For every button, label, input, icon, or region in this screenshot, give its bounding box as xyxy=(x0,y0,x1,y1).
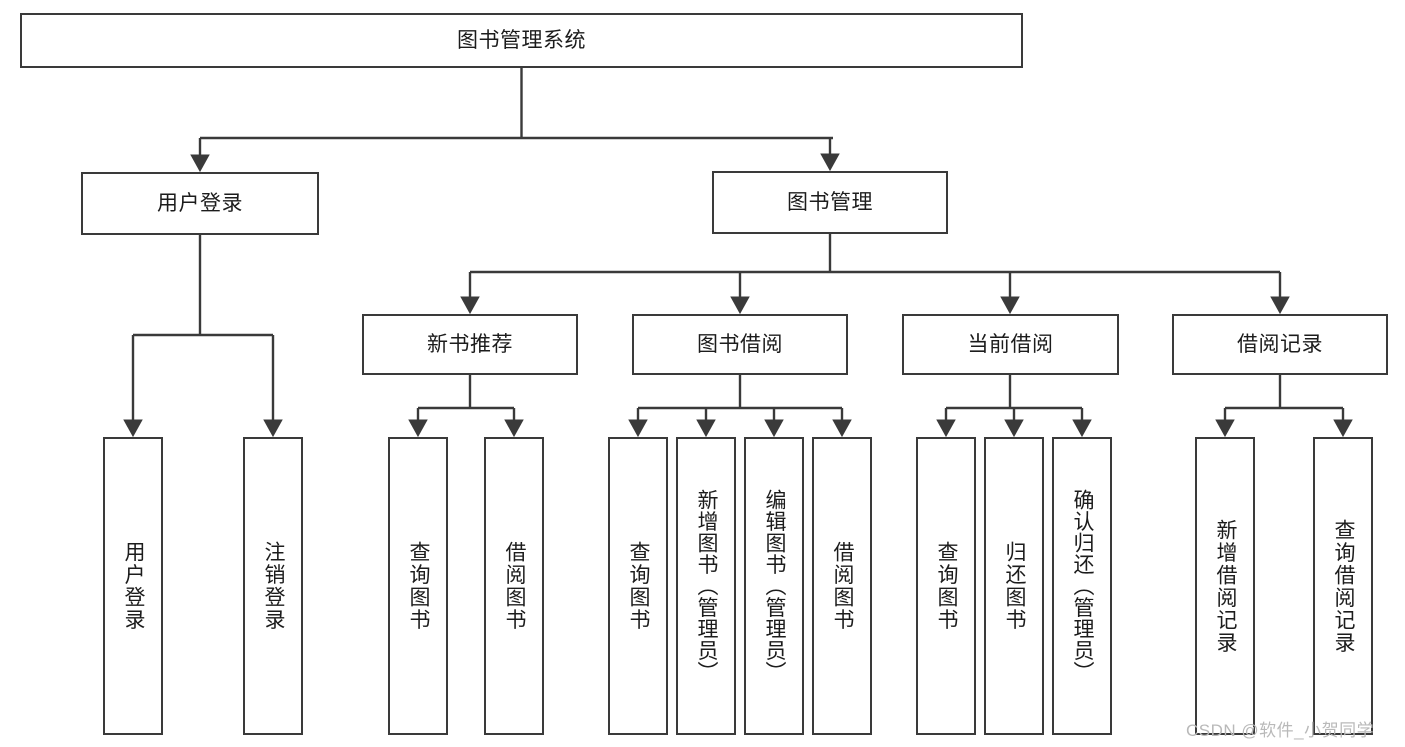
node-leaf-query-book-1[interactable]: 查询图书 xyxy=(388,437,448,735)
node-book-borrow-label: 图书借阅 xyxy=(697,332,783,356)
node-root[interactable]: 图书管理系统 xyxy=(20,13,1023,68)
node-leaf-logout-login-label: 注销登录 xyxy=(262,541,286,631)
node-new-book-recommend-label: 新书推荐 xyxy=(427,332,513,356)
node-user-login-label: 用户登录 xyxy=(157,191,243,215)
node-book-manage-label: 图书管理 xyxy=(787,190,873,214)
node-leaf-logout-login[interactable]: 注销登录 xyxy=(243,437,303,735)
node-leaf-query-record[interactable]: 查询借阅记录 xyxy=(1313,437,1373,735)
node-leaf-edit-book[interactable]: 编辑图书（管理员） xyxy=(744,437,804,735)
node-leaf-return-book-label: 归还图书 xyxy=(1003,541,1027,631)
node-leaf-return-book[interactable]: 归还图书 xyxy=(984,437,1044,735)
node-leaf-query-book-1-label: 查询图书 xyxy=(407,541,431,631)
node-leaf-query-book-2[interactable]: 查询图书 xyxy=(608,437,668,735)
node-leaf-user-login-label: 用户登录 xyxy=(122,541,146,631)
node-borrow-record-label: 借阅记录 xyxy=(1237,332,1323,356)
node-leaf-query-book-2-label: 查询图书 xyxy=(627,541,651,631)
node-current-borrow[interactable]: 当前借阅 xyxy=(902,314,1119,375)
node-leaf-add-record-label: 新增借阅记录 xyxy=(1214,518,1238,654)
node-leaf-borrow-book-1[interactable]: 借阅图书 xyxy=(484,437,544,735)
node-root-label: 图书管理系统 xyxy=(457,28,586,52)
node-leaf-add-book[interactable]: 新增图书（管理员） xyxy=(676,437,736,735)
node-borrow-record[interactable]: 借阅记录 xyxy=(1172,314,1388,375)
node-leaf-query-book-3[interactable]: 查询图书 xyxy=(916,437,976,735)
node-leaf-add-record[interactable]: 新增借阅记录 xyxy=(1195,437,1255,735)
watermark: CSDN @软件_小贺同学 xyxy=(1186,721,1375,740)
node-leaf-borrow-book-1-label: 借阅图书 xyxy=(503,541,527,631)
node-leaf-confirm-return-label: 确认归还（管理员） xyxy=(1071,489,1095,683)
node-leaf-edit-book-label: 编辑图书（管理员） xyxy=(763,489,787,683)
node-current-borrow-label: 当前借阅 xyxy=(967,332,1054,356)
node-leaf-query-book-3-label: 查询图书 xyxy=(935,541,959,631)
node-user-login[interactable]: 用户登录 xyxy=(81,172,319,235)
node-new-book-recommend[interactable]: 新书推荐 xyxy=(362,314,578,375)
node-leaf-add-book-label: 新增图书（管理员） xyxy=(695,489,719,683)
node-leaf-query-record-label: 查询借阅记录 xyxy=(1332,518,1356,654)
node-book-manage[interactable]: 图书管理 xyxy=(712,171,948,234)
node-leaf-user-login[interactable]: 用户登录 xyxy=(103,437,163,735)
node-leaf-borrow-book-2-label: 借阅图书 xyxy=(831,541,855,631)
node-leaf-confirm-return[interactable]: 确认归还（管理员） xyxy=(1052,437,1112,735)
node-leaf-borrow-book-2[interactable]: 借阅图书 xyxy=(812,437,872,735)
node-book-borrow[interactable]: 图书借阅 xyxy=(632,314,848,375)
